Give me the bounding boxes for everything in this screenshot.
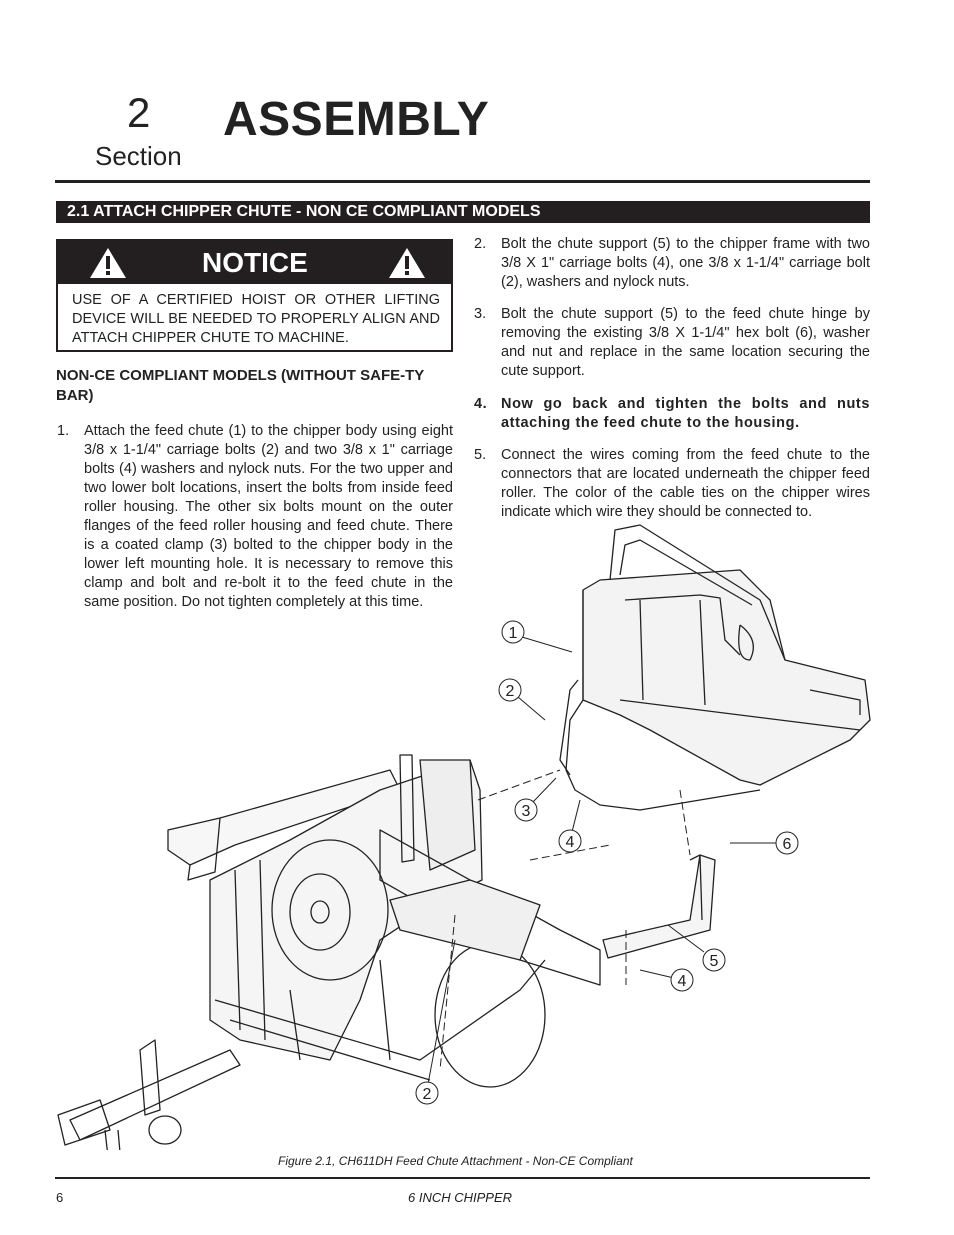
footer-title: 6 INCH CHIPPER: [408, 1190, 513, 1205]
step-text: Attach the feed chute (1) to the chipper…: [84, 423, 453, 610]
warning-icon: [389, 248, 425, 278]
leader-lines: [427, 636, 777, 1085]
warning-icon: [90, 248, 126, 278]
footer-rule: [55, 1177, 870, 1179]
svg-text:6: 6: [783, 836, 792, 853]
header-rule: [55, 180, 870, 183]
page-number: 6: [56, 1190, 64, 1205]
callout-6: 6: [775, 831, 799, 855]
section-number: 2: [127, 89, 151, 136]
step-number: 2.: [474, 236, 487, 252]
step-text: Bolt the chute support (5) to the feed c…: [501, 306, 870, 379]
chute-support-drawing: [602, 854, 716, 959]
callout-1: 1: [501, 620, 525, 644]
notice-title: NOTICE: [202, 247, 308, 278]
notice-box: NOTICE USE OF A CERTIFIED HOIST OR OTHER…: [56, 239, 453, 352]
step-text: Bolt the chute support (5) to the chippe…: [501, 236, 870, 290]
step-text: Now go back and tighten the bolts and nu…: [501, 396, 870, 431]
step-number: 5.: [474, 447, 487, 463]
figure-caption: Figure 2.1, CH611DH Feed Chute Attachmen…: [278, 1154, 633, 1168]
svg-text:5: 5: [710, 953, 719, 970]
subsection-heading: 2.1 ATTACH CHIPPER CHUTE - NON CE COMPLI…: [56, 201, 870, 223]
step-number: 1.: [57, 423, 70, 439]
svg-text:3: 3: [522, 803, 531, 820]
section-word: Section: [95, 141, 182, 171]
step-1: 1. Attach the feed chute (1) to the chip…: [57, 422, 453, 612]
step-number: 4.: [474, 396, 488, 412]
models-subheading: NON-CE COMPLIANT MODELS (WITHOUT SAFE-TY…: [56, 367, 425, 404]
section-title: ASSEMBLY: [223, 93, 490, 146]
svg-text:2: 2: [423, 1086, 432, 1103]
chipper-body-drawing: [57, 754, 601, 1150]
svg-text:1: 1: [509, 625, 518, 642]
svg-text:4: 4: [566, 834, 575, 851]
callout-4: 4: [558, 829, 582, 853]
step-text: Connect the wires coming from the feed c…: [501, 447, 870, 520]
callout-5: 5: [702, 948, 726, 972]
feed-chute-drawing: [559, 524, 871, 811]
notice-text: USE OF A CERTIFIED HOIST OR OTHER LIFTIN…: [72, 292, 440, 346]
notice-header: NOTICE: [58, 241, 451, 284]
svg-text:4: 4: [678, 973, 687, 990]
callout-4: 4: [670, 968, 694, 992]
svg-text:2: 2: [506, 683, 515, 700]
callout-2: 2: [498, 678, 522, 702]
callout-2: 2: [415, 1081, 439, 1105]
step-number: 3.: [474, 306, 487, 322]
callout-3: 3: [514, 798, 538, 822]
assembly-figure: 1 2 3 4 6 5 4 2: [57, 524, 871, 1150]
